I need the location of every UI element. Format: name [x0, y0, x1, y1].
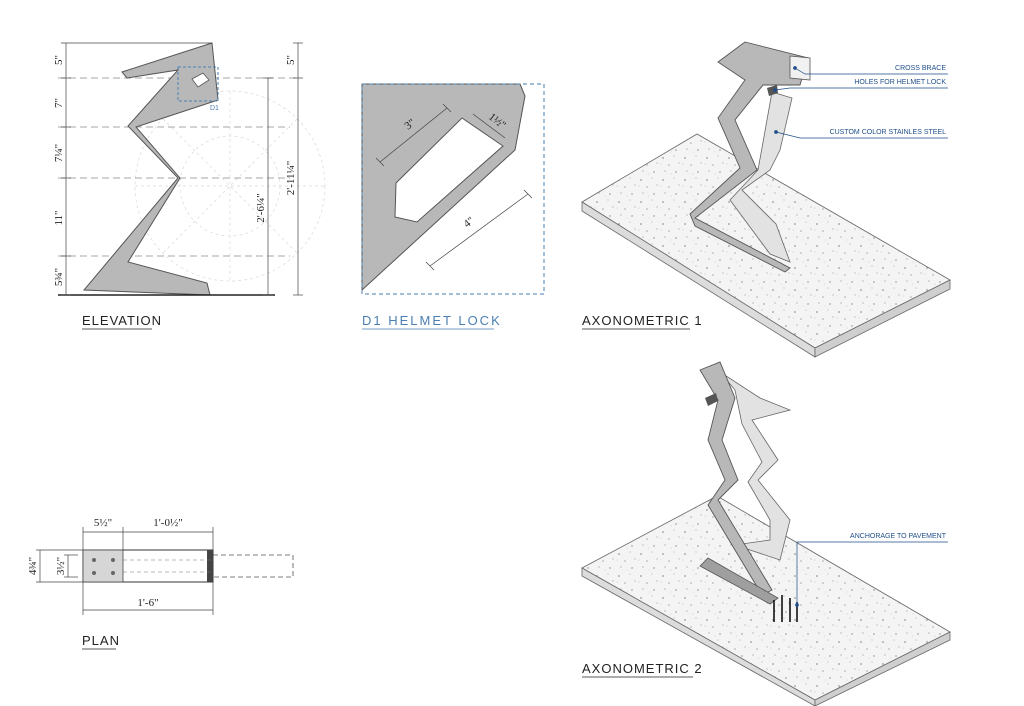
dim-total-height: 2'-11¼"	[285, 161, 297, 195]
axo1-stand-front-panel	[689, 41, 809, 273]
detail-dim-length: 4"	[461, 215, 476, 231]
dim-left-2: 7"	[53, 98, 65, 108]
plan-dim-left-b: 3½"	[55, 557, 67, 575]
axo2-note-anchorage: ANCHORAGE TO PAVEMENT	[850, 533, 947, 540]
dim-right-top: 5"	[285, 55, 297, 65]
axo1-helmet-hole	[767, 85, 778, 96]
axo1-note-helmet-lock: HOLES FOR HELMET LOCK	[854, 79, 946, 86]
dim-left-4: 11"	[53, 210, 65, 225]
axo1-cross-brace	[789, 55, 811, 81]
elevation-view: D1 5" 7" 7¼" 11" 5¾" 5" 2'-11¼"	[53, 42, 326, 330]
detail-helmet-hole	[394, 117, 504, 223]
elevation-guide-circle	[134, 90, 326, 282]
detail-callout-tag: D1	[210, 105, 219, 112]
elevation-right-dimension	[263, 42, 303, 296]
detail-helmet-lock-view: 3" 1½" 4" D1 HELMET LOCK	[361, 83, 545, 330]
axo1-leaders	[773, 66, 948, 139]
plan-dim-left-a: 4¾"	[27, 557, 39, 575]
plan-dimensions	[36, 527, 214, 615]
detail-title: D1 HELMET LOCK	[362, 313, 502, 328]
axo2-pavement-side	[581, 567, 816, 706]
axo2-stand-back-panel	[719, 371, 792, 561]
axonometric-2-title: AXONOMETRIC 2	[582, 661, 703, 676]
axonometric-1-title: AXONOMETRIC 1	[582, 313, 703, 328]
detail-callout-box	[177, 66, 219, 102]
bike-stand-profile	[82, 42, 219, 296]
elevation-title: ELEVATION	[82, 313, 162, 328]
detail-dimensions	[375, 103, 533, 271]
plan-dim-top-b: 1'-0½"	[153, 517, 182, 529]
plan-title: PLAN	[82, 633, 120, 648]
dim-left-1: 5"	[53, 55, 65, 65]
plan-base-plate	[82, 549, 124, 583]
axo1-note-steel: CUSTOM COLOR STAINLES STEEL	[830, 129, 947, 136]
axo2-helmet-hole	[705, 393, 718, 406]
detail-frame	[361, 83, 545, 295]
elevation-helmet-hole	[191, 72, 210, 88]
axo2-leader	[795, 541, 948, 607]
axonometric-1-view: CROSS BRACE HOLES FOR HELMET LOCK CUSTOM…	[581, 41, 951, 358]
axo1-stand-back-panel	[729, 91, 793, 263]
axonometric-2-view: ANCHORAGE TO PAVEMENT AXONOMETRIC 2	[581, 361, 951, 706]
plan-outline-dashed	[204, 554, 294, 578]
plan-view: 5½" 1'-0½" 4¾" 3½" 1'-6" PLAN	[27, 517, 294, 650]
dim-left-5: 5¾"	[53, 268, 65, 286]
plan-dim-top-a: 5½"	[94, 517, 112, 529]
axo1-note-cross-brace: CROSS BRACE	[895, 65, 946, 72]
dim-left-3: 7¼"	[53, 144, 65, 162]
plan-steel-end	[207, 550, 213, 582]
axo2-stand-front-panel	[699, 361, 773, 596]
plan-anchor-bolts	[92, 558, 115, 575]
axo2-stand-foot	[699, 557, 779, 605]
dim-inner-height: 2'-6¼"	[255, 193, 267, 222]
elevation-left-dimension	[61, 42, 212, 296]
plan-dim-bottom: 1'-6"	[137, 597, 158, 609]
